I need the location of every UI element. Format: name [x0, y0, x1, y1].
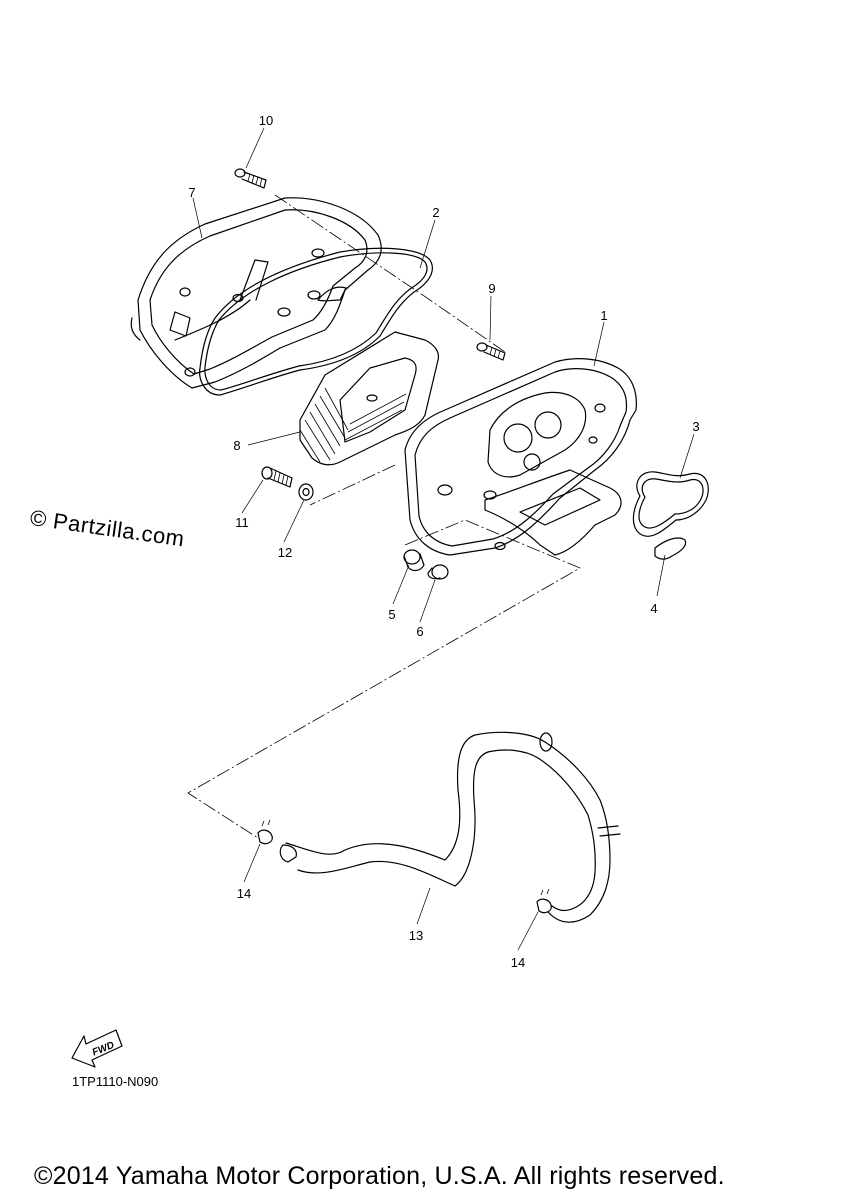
clip-14-left — [257, 819, 273, 845]
bolt-11 — [261, 466, 293, 488]
callout-2: 2 — [432, 205, 439, 220]
callout-14-left: 14 — [237, 886, 251, 901]
copyright-notice: ©2014 Yamaha Motor Corporation, U.S.A. A… — [34, 1162, 725, 1190]
case-seal-inner — [638, 478, 704, 529]
case-seal — [632, 471, 709, 537]
callout-labels: 1 2 3 4 5 6 7 8 9 10 11 12 13 14 14 — [188, 113, 699, 970]
grommet-5 — [403, 549, 425, 572]
breather-hose — [279, 731, 621, 923]
callout-7: 7 — [188, 185, 195, 200]
fwd-arrow-icon: FWD — [71, 1029, 123, 1068]
air-filter-element — [299, 331, 440, 466]
callout-10: 10 — [259, 113, 273, 128]
screw-9 — [476, 342, 506, 361]
callout-8: 8 — [233, 438, 240, 453]
callout-5: 5 — [388, 607, 395, 622]
screw-10 — [234, 168, 267, 189]
callout-9: 9 — [488, 281, 495, 296]
leader-lines — [192, 127, 695, 951]
washer-12 — [298, 483, 314, 501]
collar-6 — [427, 564, 449, 580]
callout-14-right: 14 — [511, 955, 525, 970]
callout-11: 11 — [235, 515, 249, 530]
air-filter-case — [404, 358, 637, 556]
callout-6: 6 — [416, 624, 423, 639]
clip-14-right — [536, 888, 552, 914]
callout-1: 1 — [600, 308, 607, 323]
callout-12: 12 — [278, 545, 292, 560]
diagram-code: 1TP1110-N090 — [72, 1074, 159, 1089]
cover-gasket — [199, 247, 433, 396]
callout-13: 13 — [409, 928, 423, 943]
fwd-label: FWD — [91, 1040, 116, 1059]
callout-3: 3 — [692, 419, 699, 434]
callout-4: 4 — [650, 601, 657, 616]
assembly-lines — [187, 194, 581, 839]
air-filter-cover — [130, 197, 382, 389]
small-seal — [654, 537, 687, 560]
